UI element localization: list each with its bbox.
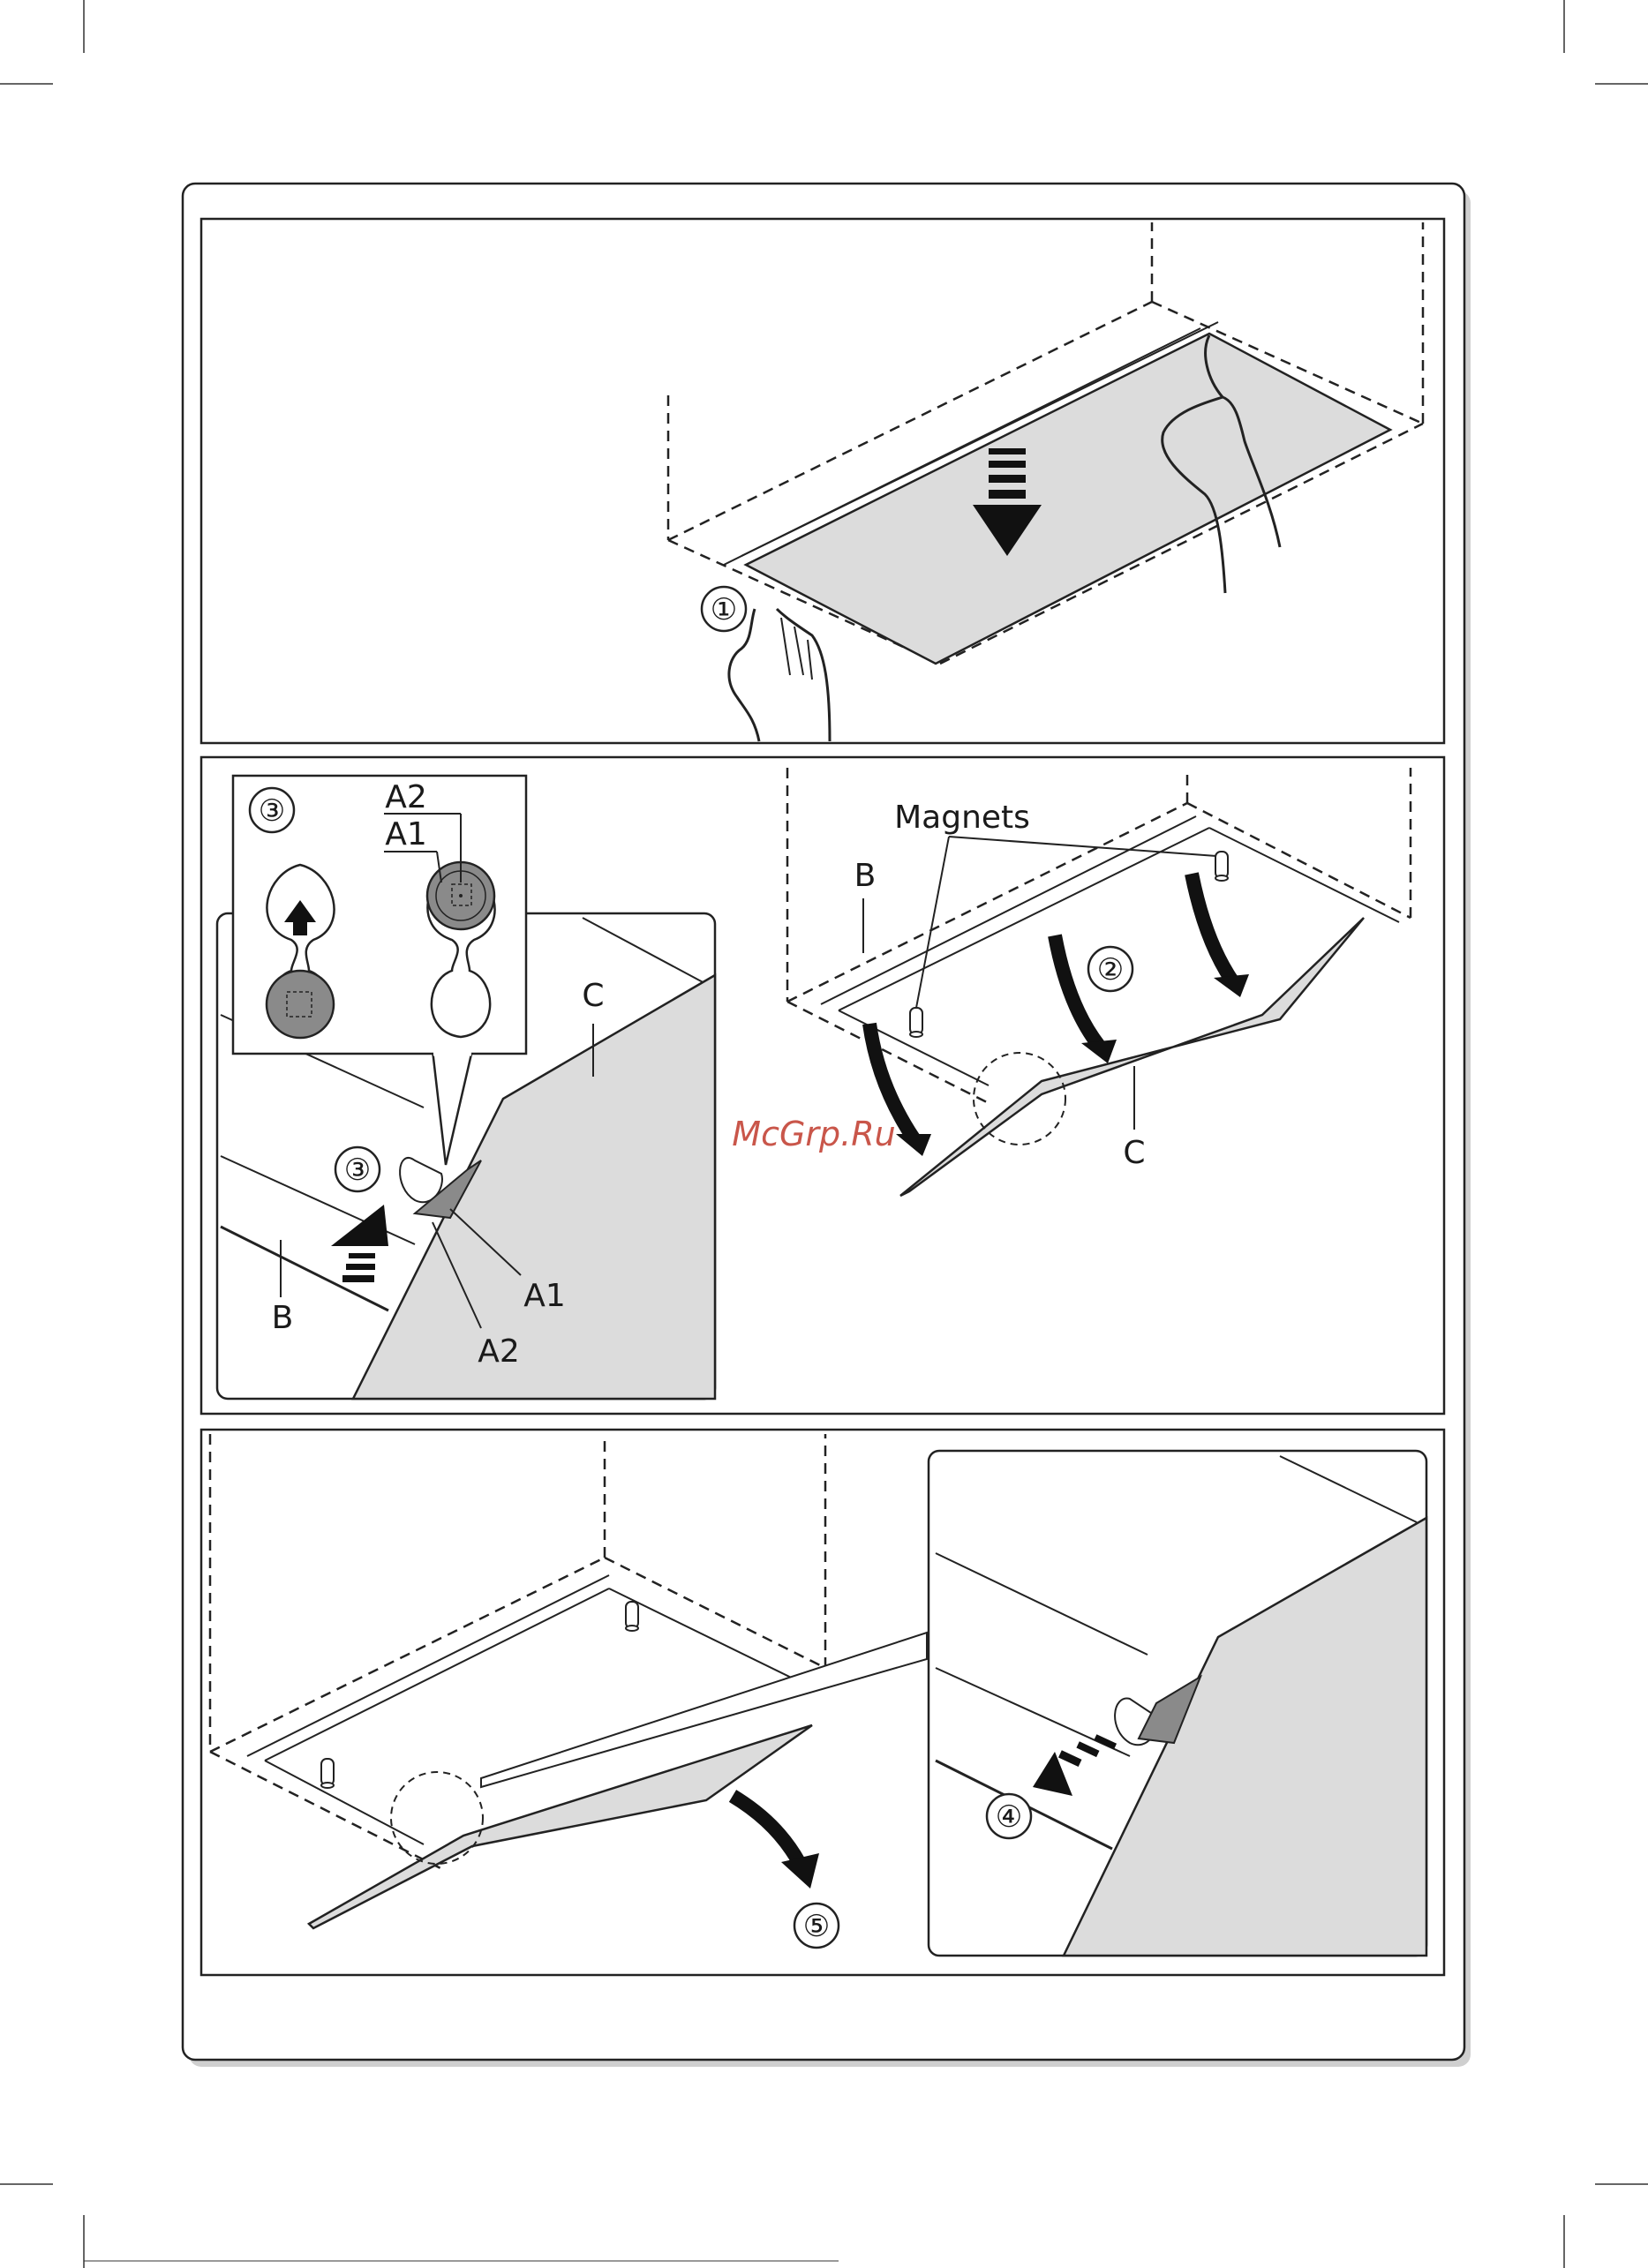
magnet-front-icon: [321, 1759, 334, 1788]
step-1-label: ①: [711, 592, 737, 627]
magnet-back-icon: [626, 1602, 638, 1631]
step-2-label: ②: [1097, 952, 1124, 988]
magnet-right-icon: [1215, 852, 1228, 881]
magnet-left-icon: [910, 1008, 922, 1037]
step-5-label: ⑤: [803, 1909, 830, 1944]
step-3-label-callout: ③: [259, 793, 285, 829]
label-b-step2: B: [854, 858, 877, 894]
label-b-detail: B: [272, 1300, 294, 1336]
label-a1-callout: A1: [385, 816, 427, 852]
step-4-label: ④: [996, 1799, 1022, 1835]
magnets-label: Magnets: [894, 800, 1030, 836]
label-c-detail: C: [582, 978, 604, 1014]
label-a2-detail: A2: [478, 1333, 520, 1370]
step-3-label-detail: ③: [344, 1153, 371, 1188]
label-c-step2: C: [1123, 1135, 1145, 1171]
watermark: McGrp.Ru: [732, 1115, 895, 1153]
label-a2-callout: A2: [385, 779, 427, 815]
label-a1-detail: A1: [523, 1278, 566, 1314]
